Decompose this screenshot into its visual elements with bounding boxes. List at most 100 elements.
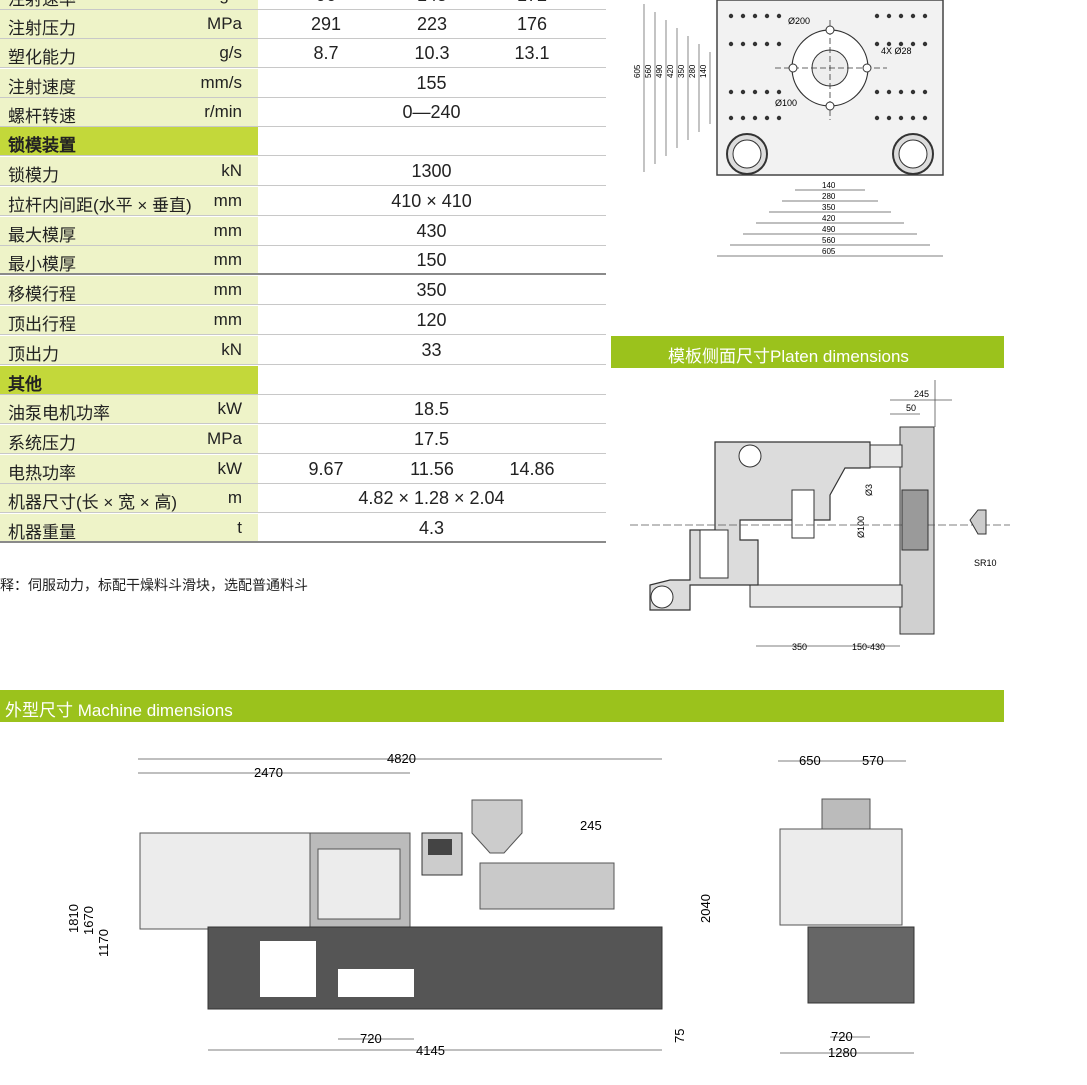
horizontal-dim: 560 bbox=[822, 236, 836, 245]
spec-values: 4.82 × 1.28 × 2.04 bbox=[264, 484, 606, 513]
spec-unit: MPa bbox=[207, 429, 242, 448]
platen-hole bbox=[898, 13, 904, 19]
platen-hole bbox=[752, 115, 758, 121]
dim-245: 245 bbox=[580, 818, 602, 833]
platen-hole bbox=[728, 13, 734, 19]
horizontal-dim: 605 bbox=[822, 247, 836, 256]
section-header: 锁模装置 bbox=[0, 127, 606, 156]
spec-values: 1300 bbox=[264, 157, 606, 186]
spec-name-cell: 其他 bbox=[0, 366, 258, 395]
horizontal-dim: 490 bbox=[822, 225, 836, 234]
row-divider bbox=[0, 245, 606, 246]
spec-value: 4.3 bbox=[418, 518, 445, 538]
side-dim-phi3: Ø3 bbox=[864, 484, 874, 496]
horizontal-dim: 280 bbox=[822, 192, 836, 201]
spec-label: 系统压力 bbox=[8, 434, 76, 453]
spec-value: 17.5 bbox=[413, 429, 450, 449]
platen-hole bbox=[776, 115, 782, 121]
spec-values: 410 × 410 bbox=[264, 187, 606, 216]
row-divider bbox=[0, 541, 606, 543]
row-divider bbox=[0, 215, 606, 216]
spec-row: 注射速率g/s 96145172 bbox=[0, 0, 606, 10]
platen-hole bbox=[752, 89, 758, 95]
spec-values: 120 bbox=[264, 306, 606, 335]
spec-unit: kW bbox=[217, 459, 242, 478]
spec-label: 拉杆内间距(水平 × 垂直) bbox=[8, 196, 192, 215]
spec-value: 291 bbox=[310, 14, 342, 34]
spec-name-cell: 机器重量 t bbox=[0, 514, 258, 543]
platen-hole bbox=[728, 41, 734, 47]
platen-hole bbox=[886, 41, 892, 47]
end-dim-720: 720 bbox=[831, 1029, 853, 1044]
spec-value: 1300 bbox=[411, 161, 452, 181]
dim-650: 650 bbox=[799, 753, 821, 768]
spec-value: 155 bbox=[416, 73, 447, 93]
platen-hole bbox=[922, 115, 928, 121]
dim-d100: Ø100 bbox=[775, 98, 797, 108]
vertical-dim: 490 bbox=[655, 64, 664, 78]
spec-unit: t bbox=[237, 518, 242, 537]
platen-hole bbox=[764, 89, 770, 95]
spec-label: 塑化能力 bbox=[8, 48, 76, 67]
spec-unit: g/s bbox=[219, 0, 242, 5]
spec-name-cell: 机器尺寸(长 × 宽 × 高)m bbox=[0, 484, 258, 513]
dim-1280: 1280 bbox=[828, 1045, 857, 1060]
spec-name-cell: 锁模装置 bbox=[0, 127, 258, 156]
platen-band: 模板侧面尺寸Platen dimensions bbox=[611, 336, 1004, 368]
platen-hole bbox=[910, 13, 916, 19]
dim-2040: 2040 bbox=[698, 894, 713, 923]
row-divider bbox=[0, 126, 606, 127]
spec-unit: mm bbox=[213, 250, 242, 269]
platen-hole bbox=[886, 13, 892, 19]
machine-band: 外型尺寸 Machine dimensions bbox=[0, 690, 1004, 722]
dim-1810: 1810 bbox=[66, 904, 81, 933]
dim-75: 75 bbox=[672, 1029, 687, 1043]
spec-values: 0—240 bbox=[264, 98, 606, 127]
platen-hole bbox=[752, 41, 758, 47]
platen-hole bbox=[740, 41, 746, 47]
platen-hole bbox=[922, 41, 928, 47]
dim-holes: 4X Ø28 bbox=[881, 46, 912, 56]
platen-hole bbox=[874, 41, 880, 47]
platen-hole bbox=[740, 115, 746, 121]
dim-d200: Ø200 bbox=[788, 16, 810, 26]
spec-label: 注射压力 bbox=[8, 19, 76, 38]
spec-unit: mm bbox=[213, 310, 242, 329]
horizontal-dim: 140 bbox=[822, 181, 836, 190]
platen-hole bbox=[764, 115, 770, 121]
vertical-dim: 350 bbox=[677, 64, 686, 78]
platen-hole bbox=[898, 41, 904, 47]
spec-values: 350 bbox=[264, 276, 606, 305]
spec-label: 螺杆转速 bbox=[8, 107, 76, 126]
spec-label: 机器重量 bbox=[8, 523, 76, 542]
platen-hole bbox=[728, 115, 734, 121]
spec-value: 33 bbox=[421, 340, 442, 360]
platen-hole bbox=[910, 89, 916, 95]
spec-value: 8.7 bbox=[313, 43, 339, 63]
spec-values: 430 bbox=[264, 217, 606, 246]
platen-hole bbox=[764, 41, 770, 47]
platen-hole bbox=[874, 89, 880, 95]
spec-label: 油泵电机功率 bbox=[8, 404, 110, 423]
spec-unit: mm bbox=[213, 191, 242, 210]
platen-hole bbox=[740, 13, 746, 19]
row-divider bbox=[0, 9, 606, 10]
spec-values: 17.5 bbox=[264, 425, 606, 454]
platen-side-diagram: 245 50 Ø3 Ø100 SR10 350 150-430 bbox=[630, 380, 1010, 652]
spec-name-cell: 注射速率g/s bbox=[0, 0, 258, 10]
spec-values: 96145172 bbox=[264, 0, 606, 10]
spec-values: 33 bbox=[264, 336, 606, 365]
vertical-dim: 140 bbox=[699, 64, 708, 78]
